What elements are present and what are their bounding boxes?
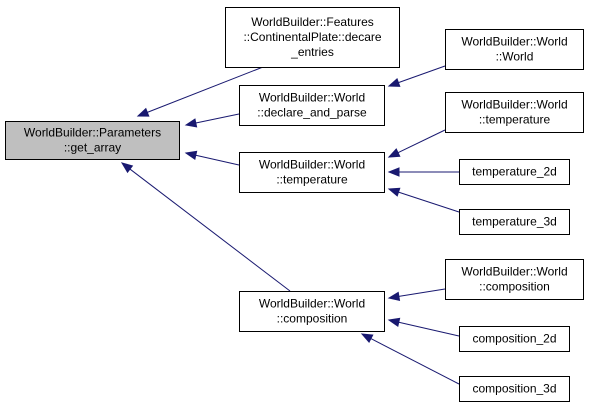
node-composition-2d[interactable]: composition_2d: [459, 326, 570, 352]
edge-composition_right-to-composition_mid: [387, 288, 446, 302]
edge-line: [195, 154, 240, 166]
node-composition-mid[interactable]: WorldBuilder::World::composition: [239, 291, 385, 332]
node-box[interactable]: [445, 29, 584, 70]
edge-arrowhead: [360, 333, 374, 344]
edges: [120, 65, 460, 385]
node-label-line: ::composition: [277, 312, 348, 326]
edge-line: [195, 113, 240, 124]
node-composition-right[interactable]: WorldBuilder::World::composition: [445, 259, 584, 300]
node-temperature-3d[interactable]: temperature_3d: [459, 209, 570, 235]
edge-continental_decare-to-get_array: [136, 66, 264, 117]
node-label-line: ::declare_and_parse: [257, 106, 367, 120]
edge-line: [398, 65, 446, 84]
node-label-line: ::get_array: [64, 141, 121, 155]
nodes: WorldBuilder::Parameters::get_arrayWorld…: [5, 7, 584, 402]
edge-composition_3d-to-composition_mid: [360, 333, 460, 385]
node-box[interactable]: [459, 326, 570, 352]
node-label-line: WorldBuilder::Features: [251, 15, 374, 29]
edge-arrowhead: [184, 150, 198, 160]
node-label-line: WorldBuilder::World: [259, 297, 365, 311]
edge-arrowhead: [387, 187, 401, 197]
node-label-line: ::ContinentalPlate::decare: [243, 30, 381, 44]
node-box[interactable]: [225, 7, 400, 68]
edge-arrowhead: [120, 162, 134, 174]
node-label-line: WorldBuilder::World: [259, 91, 365, 105]
edge-arrowhead: [387, 317, 401, 327]
node-label-line: WorldBuilder::World: [461, 98, 567, 112]
node-box[interactable]: [5, 121, 180, 160]
node-label-line: WorldBuilder::Parameters: [24, 126, 161, 140]
node-label-line: WorldBuilder::World: [461, 35, 567, 49]
edge-temperature_mid-to-get_array: [184, 150, 240, 166]
edge-arrowhead: [387, 291, 401, 302]
edge-temperature_3d-to-temperature_mid: [387, 187, 460, 213]
node-box[interactable]: [445, 92, 584, 133]
node-temperature-right[interactable]: WorldBuilder::World::temperature: [445, 92, 584, 133]
edge-line: [397, 129, 446, 154]
node-composition-3d[interactable]: composition_3d: [459, 376, 570, 402]
node-box[interactable]: [239, 85, 385, 126]
node-box[interactable]: [459, 159, 570, 185]
node-world-world[interactable]: WorldBuilder::World::World: [445, 29, 584, 70]
edge-arrowhead: [136, 107, 150, 117]
edge-arrowhead: [184, 118, 198, 128]
node-get-array[interactable]: WorldBuilder::Parameters::get_array: [5, 121, 180, 160]
edge-line: [398, 288, 446, 297]
edge-line: [129, 168, 291, 292]
edge-arrowhead: [387, 148, 401, 158]
node-declare-and-parse[interactable]: WorldBuilder::World::declare_and_parse: [239, 85, 385, 126]
node-temperature-2d[interactable]: temperature_2d: [459, 159, 570, 185]
edge-arrowhead: [387, 167, 400, 177]
edge-composition_2d-to-composition_mid: [387, 317, 460, 337]
edge-line: [370, 338, 460, 385]
node-label-line: _entries: [290, 45, 334, 59]
node-label-line: temperature_2d: [472, 165, 557, 179]
node-box[interactable]: [445, 259, 584, 300]
edge-declare_and_parse-to-get_array: [184, 113, 240, 128]
edge-line: [147, 66, 264, 113]
node-label-line: composition_2d: [472, 332, 556, 346]
node-label-line: composition_3d: [472, 382, 556, 396]
node-label-line: temperature_3d: [472, 215, 557, 229]
node-continental-decare[interactable]: WorldBuilder::Features::ContinentalPlate…: [225, 7, 400, 68]
node-box[interactable]: [459, 209, 570, 235]
node-label-line: WorldBuilder::World: [461, 265, 567, 279]
node-label-line: WorldBuilder::World: [259, 158, 365, 172]
node-label-line: ::composition: [479, 280, 550, 294]
node-label-line: ::World: [496, 50, 534, 64]
node-box[interactable]: [239, 152, 385, 193]
node-box[interactable]: [239, 291, 385, 332]
node-label-line: ::temperature: [276, 173, 348, 187]
edge-line: [398, 321, 460, 337]
edge-arrowhead: [387, 78, 401, 87]
node-label-line: ::temperature: [479, 113, 551, 127]
edge-world_world-to-declare_and_parse: [387, 65, 446, 87]
node-temperature-mid[interactable]: WorldBuilder::World::temperature: [239, 152, 385, 193]
edge-line: [398, 191, 460, 213]
edge-composition_mid-to-get_array: [120, 162, 291, 292]
node-box[interactable]: [459, 376, 570, 402]
edge-temperature_right-to-temperature_mid: [387, 129, 446, 158]
edge-temperature_2d-to-temperature_mid: [387, 167, 459, 177]
